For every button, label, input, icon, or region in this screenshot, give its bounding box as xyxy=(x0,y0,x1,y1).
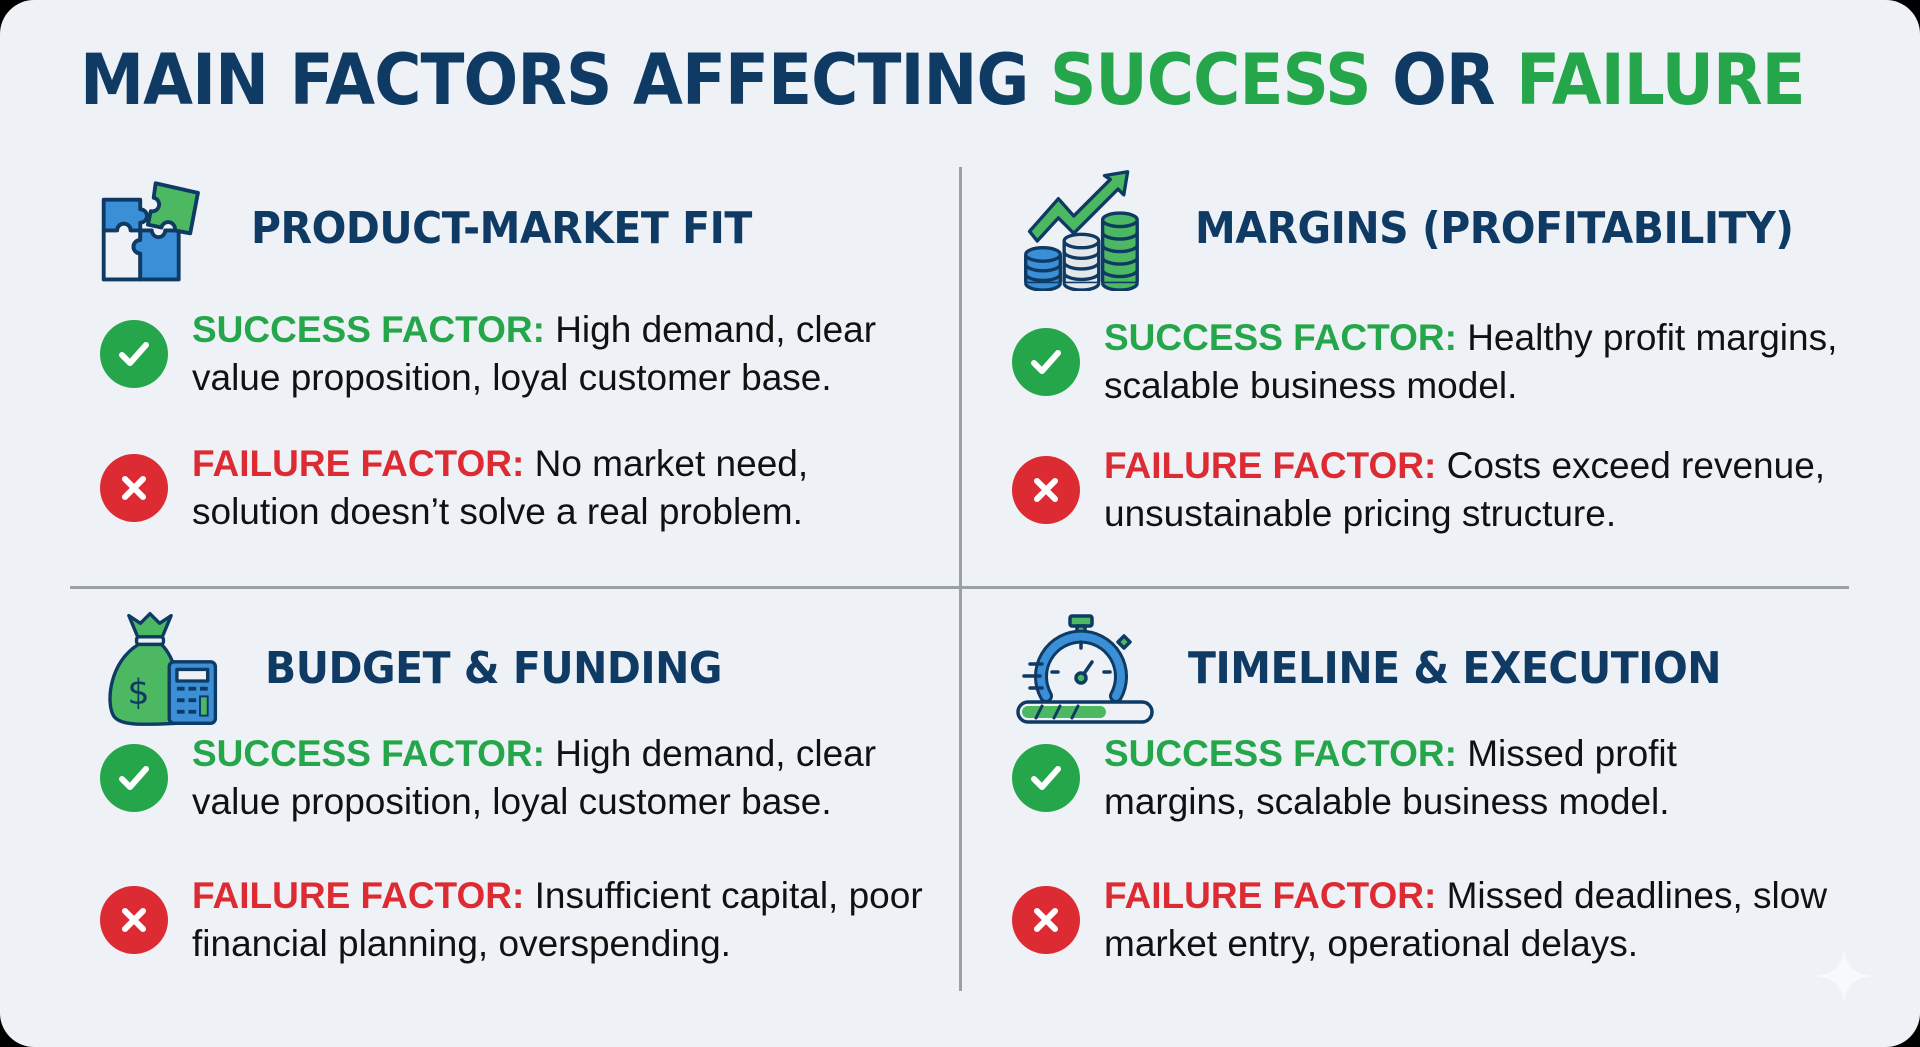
success-factor-text: SUCCESS FACTOR: Missed profit margins, s… xyxy=(1104,730,1784,826)
success-factor-text: SUCCESS FACTOR: Healthy profit margins, … xyxy=(1104,314,1912,410)
success-description: Missed profit margins, scalable business… xyxy=(1104,733,1677,822)
stopwatch-progress-icon xyxy=(1016,614,1154,724)
failure-label: FAILURE FACTOR: xyxy=(192,443,525,484)
title-part-failure: FAILURE xyxy=(1516,39,1806,121)
quadrant-title: MARGINS (PROFITABILITY) xyxy=(1195,203,1794,254)
success-description: Healthy profit margins, scalable busines… xyxy=(1104,317,1838,406)
failure-factor: FAILURE FACTOR: Missed deadlines, slow m… xyxy=(1012,872,1892,968)
x-icon xyxy=(100,886,168,954)
failure-label: FAILURE FACTOR: xyxy=(1104,875,1437,916)
check-icon xyxy=(1012,744,1080,812)
success-factor: SUCCESS FACTOR: Healthy profit margins, … xyxy=(1012,314,1912,410)
x-icon xyxy=(100,454,168,522)
horizontal-divider xyxy=(70,586,1849,589)
puzzle-icon xyxy=(101,181,200,282)
failure-factor-text: FAILURE FACTOR: Costs exceed revenue, un… xyxy=(1104,442,1912,538)
failure-factor: FAILURE FACTOR: Costs exceed revenue, un… xyxy=(1012,442,1912,538)
success-label: SUCCESS FACTOR: xyxy=(1104,733,1457,774)
coins-growth-icon xyxy=(1024,170,1139,291)
failure-description: Costs exceed revenue, unsustainable pric… xyxy=(1104,445,1826,534)
title-part-success: SUCCESS xyxy=(1049,39,1372,121)
failure-factor-text: FAILURE FACTOR: No market need, solution… xyxy=(192,440,940,536)
success-label: SUCCESS FACTOR: xyxy=(192,309,545,350)
title-part-or: OR xyxy=(1370,39,1517,121)
failure-label: FAILURE FACTOR: xyxy=(192,875,525,916)
success-factor-text: SUCCESS FACTOR: High demand, clear value… xyxy=(192,730,940,826)
check-icon xyxy=(1012,328,1080,396)
vertical-divider xyxy=(959,167,962,991)
success-description: High demand, clear value proposition, lo… xyxy=(192,309,877,398)
quadrant-title: TIMELINE & EXECUTION xyxy=(1188,643,1722,694)
success-factor: SUCCESS FACTOR: Missed profit margins, s… xyxy=(1012,730,1892,826)
failure-description: No market need, solution doesn’t solve a… xyxy=(192,443,809,532)
failure-label: FAILURE FACTOR: xyxy=(1104,445,1437,486)
quadrant-header: TIMELINE & EXECUTION xyxy=(1010,606,1761,731)
check-icon xyxy=(100,744,168,812)
failure-factor: FAILURE FACTOR: Insufficient capital, po… xyxy=(100,872,940,968)
sparkle-icon xyxy=(1816,948,1872,1004)
svg-text:$: $ xyxy=(127,673,149,713)
page-title: MAIN FACTORS AFFECTING SUCCESS OR FAILUR… xyxy=(80,44,1806,116)
quadrant-title: BUDGET & FUNDING xyxy=(265,643,723,694)
success-label: SUCCESS FACTOR: xyxy=(1104,317,1457,358)
failure-description: Insufficient capital, poor financial pla… xyxy=(192,875,923,964)
title-part-main: MAIN FACTORS AFFECTING xyxy=(80,39,1050,121)
quadrant-title: PRODUCT-MARKET FIT xyxy=(251,203,752,254)
success-factor-text: SUCCESS FACTOR: High demand, clear value… xyxy=(192,306,940,402)
success-label: SUCCESS FACTOR: xyxy=(192,733,545,774)
quadrant-header: PRODUCT-MARKET FIT xyxy=(96,166,790,291)
x-icon xyxy=(1012,456,1080,524)
failure-factor-text: FAILURE FACTOR: Insufficient capital, po… xyxy=(192,872,940,968)
quadrant-header: $ BUDGET & FUNDING xyxy=(100,606,756,731)
check-icon xyxy=(100,320,168,388)
quadrant-header: MARGINS (PROFITABILITY) xyxy=(1018,166,1839,291)
failure-factor: FAILURE FACTOR: No market need, solution… xyxy=(100,440,940,536)
money-bag-calculator-icon: $ xyxy=(108,612,218,726)
failure-description: Missed deadlines, slow market entry, ope… xyxy=(1104,875,1828,964)
success-factor: SUCCESS FACTOR: High demand, clear value… xyxy=(100,306,940,402)
failure-factor-text: FAILURE FACTOR: Missed deadlines, slow m… xyxy=(1104,872,1892,968)
x-icon xyxy=(1012,886,1080,954)
success-description: High demand, clear value proposition, lo… xyxy=(192,733,877,822)
success-factor: SUCCESS FACTOR: High demand, clear value… xyxy=(100,730,940,826)
